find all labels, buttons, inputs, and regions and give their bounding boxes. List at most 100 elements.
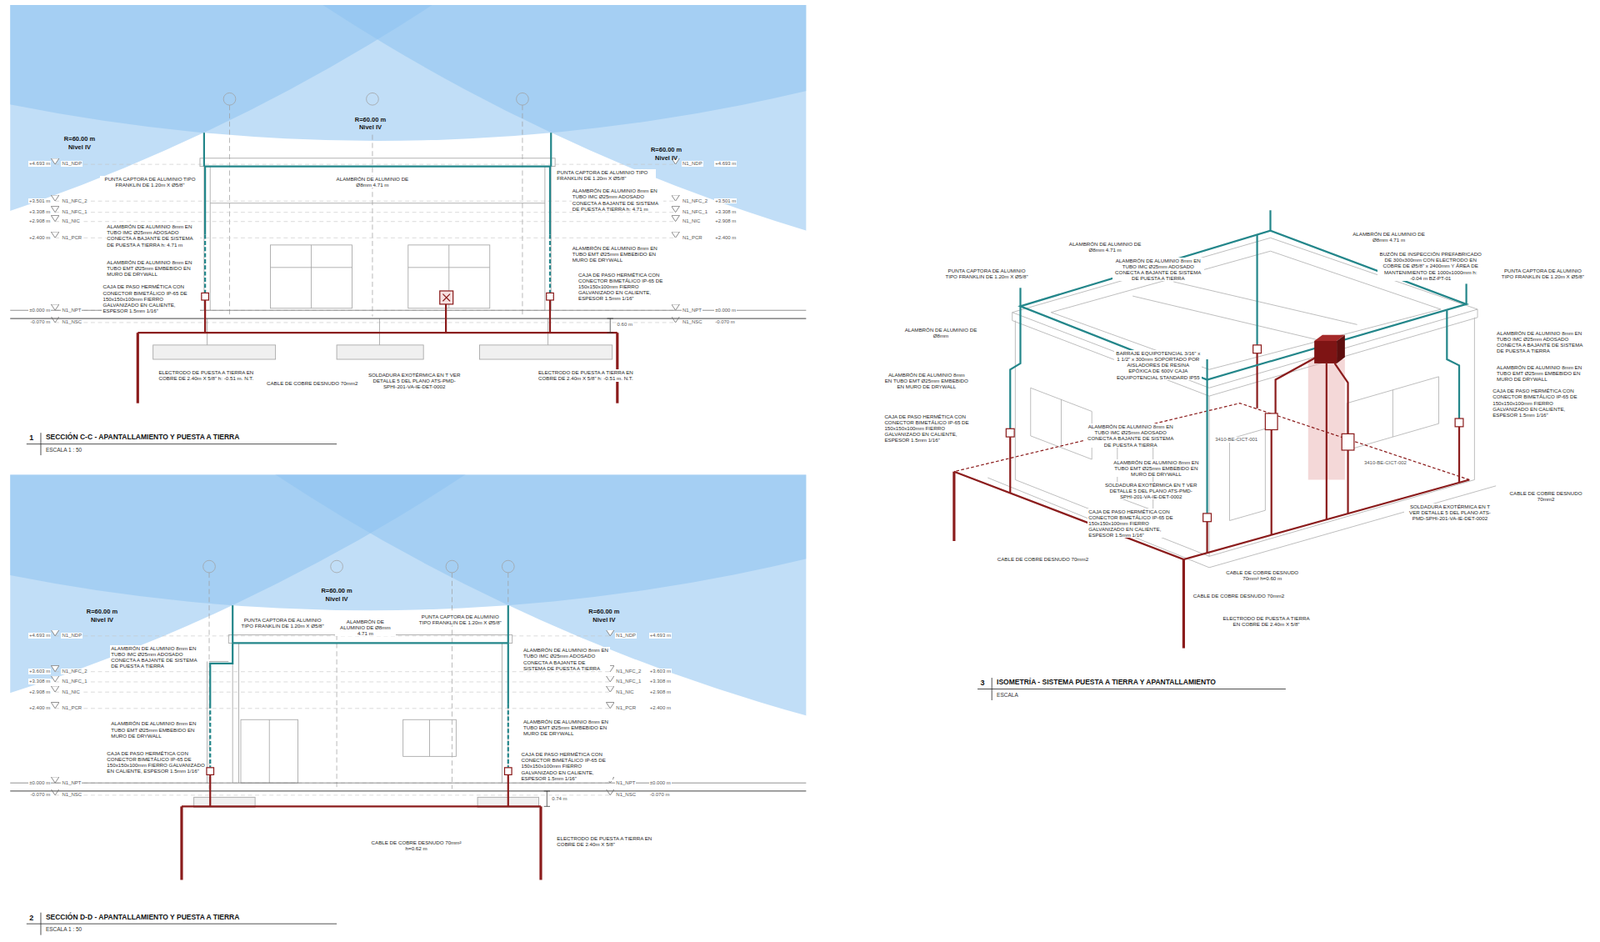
grid-axis [516,92,530,105]
annotation-note: CAJA DE PASO HERMÉTICA CON CONECTOR BIME… [577,271,674,302]
building-section [379,318,380,345]
grounding-conductor [954,403,1470,480]
annotation-note: ALAMBRÓN DE ALUMINIO DE Ø8mm 4.71 m [1060,240,1149,253]
annotation-note: ALAMBRÓN DE ALUMINIO DE Ø8mm 4.71 m [1345,230,1433,243]
equipotential-box [1314,340,1337,364]
grounding-conductor [209,774,211,806]
grounding-conductor [615,332,619,403]
building-isometric [1173,281,1357,325]
title-rule [26,923,337,925]
grounding-conductor [136,332,140,403]
view-number: 3 [980,678,986,687]
title-rule [26,912,337,935]
air-terminal-conductor [232,641,509,644]
building-section [270,266,352,268]
ground-line [10,782,806,784]
level-label: N1_NFC_1 [60,209,88,215]
level-label: -0.070 m [714,319,736,325]
air-terminal-conductor [1019,287,1021,306]
radius-label: Nivel IV [325,595,350,604]
level-line [55,635,610,636]
level-label: 0.74 m [550,795,568,802]
building-section [507,642,509,783]
level-label: +3.603 m [649,668,672,675]
annotation-note: CABLE DE COBRE DESNUDO 70mm2 [1504,490,1588,502]
building-isometric [1346,376,1439,450]
grid-axis [223,92,236,105]
grid-axis [445,560,459,573]
grounding-conductor [180,805,183,880]
level-label: -0.070 m [649,791,671,798]
annotation-note: CAJA DE PASO HERMÉTICA CON CONECTOR BIME… [105,750,206,775]
grounding-conductor [1205,521,1208,554]
air-terminal-conductor [231,605,234,643]
level-label: ±0.000 m [28,307,51,314]
title-rule [40,912,41,935]
air-terminal-conductor [1205,380,1208,514]
building-section [501,642,503,783]
level-label: N1_NDP [681,160,704,167]
dimension-line [607,318,614,333]
annotation-note: BARRAJE EQUIPOTENCIAL 3/16" x 1 1/2" x 3… [1114,350,1202,380]
level-label: N1_PCR [615,705,637,711]
annotation-note: PUNTA CAPTORA DE ALUMINIO TIPO FRANKLIN … [416,613,505,625]
annotation-note: ALAMBRÓN DE ALUMINIO 8mm EN TUBO IMC Ø25… [105,223,200,248]
annotation-note: ALAMBRÓN DE ALUMINIO 8mm EN TUBO EMT Ø25… [571,245,664,263]
grid-axis [330,560,344,573]
air-terminal-conductor [204,235,206,294]
building-section [200,158,555,167]
building-isometric [1474,317,1475,480]
dimension-line [544,805,550,807]
grounding-conductor [137,331,618,334]
rolling-sphere-zone [10,5,806,310]
grid-axis [223,92,529,316]
view-number: 2 [28,913,35,922]
grounding-conductor [954,353,1470,649]
air-terminal-conductor [204,132,551,293]
grounding-conductor [1346,450,1349,514]
title-rule [26,432,337,455]
air-terminal-conductor [1010,305,1020,429]
building-section [310,245,312,309]
building-section [403,719,457,756]
level-label: 0.60 m [616,321,634,328]
level-label: N1_NFC_1 [60,678,88,685]
level-label: N1_NFC_2 [681,198,709,205]
annotation-note: ALAMBRÓN DE ALUMINIO 8mm EN TUBO IMC Ø25… [522,646,610,671]
title-rule [26,443,337,445]
level-label: +2.908 m [714,218,737,225]
air-terminal-conductor [507,642,510,704]
building-section [209,660,229,662]
grounding-conductor [1275,357,1317,414]
radius-label: Nivel IV [654,155,679,163]
radius-label: R=60.00 m [587,608,620,616]
air-terminal-conductor [210,605,509,768]
annotation-note: ALAMBRÓN DE ALUMINIO 8mm EN TUBO EMT Ø25… [110,720,206,738]
junction-box [546,292,555,300]
grounding-conductor [204,300,206,333]
annotation-note: SOLDADURA EXOTÉRMICA EN T VER DETALLE 5 … [1404,503,1496,521]
building-section [240,719,299,783]
junction-box [1265,413,1278,430]
ground-line [10,790,806,791]
air-terminal-conductor [1446,310,1460,419]
level-label: N1_NFC_1 [681,209,709,215]
annotation-note: CAJA DE PASO HERMÉTICA CON CONECTOR BIME… [101,283,200,314]
annotation-note: ALAMBRÓN DE ALUMINIO DE Ø8mm 4.71 m [335,618,396,636]
building-isometric [1030,387,1092,460]
junction-box [440,290,454,305]
annotation-note: CABLE DE COBRE DESNUDO 70mm² h=0.62 m [367,839,466,851]
level-label: -0.070 m [30,319,52,325]
grounding-conductor [954,471,1470,560]
junction-box [206,767,512,775]
building-section [269,719,270,783]
grounding-conductor [181,774,541,880]
grid-axis [371,135,373,317]
air-terminal-conductor [203,132,205,166]
level-label: +2.908 m [28,218,51,225]
dimension-line [544,790,550,806]
level-line [55,794,610,795]
building-section [206,318,208,345]
dimension-line [546,790,548,806]
